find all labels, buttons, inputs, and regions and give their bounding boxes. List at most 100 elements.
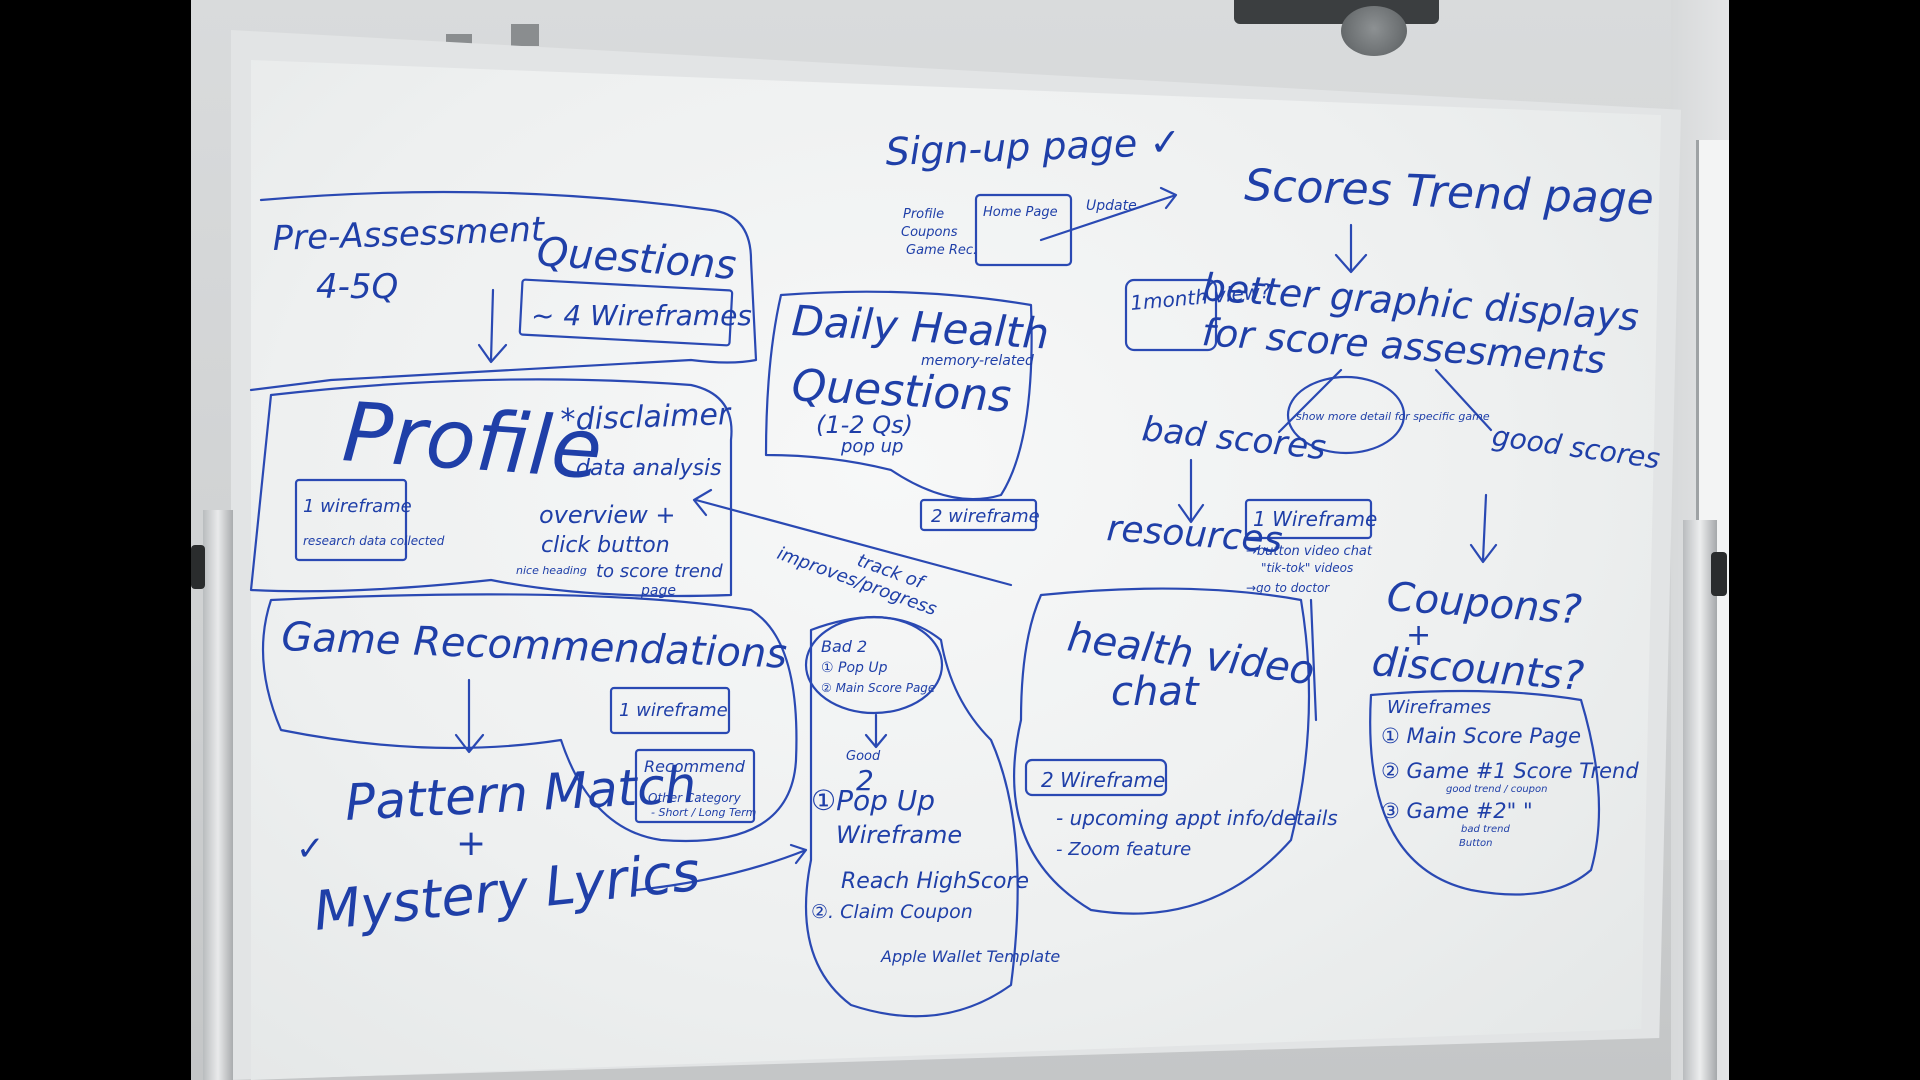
coupons-plus: + — [1406, 618, 1431, 653]
daily-count: (1-2 Qs) — [816, 411, 913, 439]
good-2: 2 — [856, 764, 874, 797]
arrow — [477, 288, 508, 364]
homepage-box — [974, 193, 1073, 267]
pattern-match: Pattern Match — [344, 756, 698, 832]
daily-popup: pop up — [840, 436, 903, 457]
short-long: - Short / Long Term — [651, 806, 756, 819]
stand-knob-right — [1711, 552, 1727, 596]
wireframes-item1: ① Main Score Page — [1381, 724, 1581, 748]
click-button: click button — [541, 533, 670, 558]
signup-profile: Profile — [903, 207, 944, 222]
good-label: Good — [846, 749, 881, 764]
discounts: discounts? — [1370, 639, 1585, 700]
signup-game-rec: Game Rec. — [906, 243, 977, 258]
arrow — [454, 678, 485, 754]
box — [609, 686, 731, 735]
daily-health-title: Daily Health — [790, 296, 1050, 358]
box — [294, 478, 408, 562]
update-label: Update — [1086, 198, 1137, 214]
questions-title: Questions — [535, 229, 737, 289]
good-scores: good scores — [1490, 419, 1662, 475]
overview: overview + — [539, 501, 676, 529]
mystery-lyrics: Mystery Lyrics — [311, 840, 703, 943]
bad-popup: ① Pop Up — [821, 660, 888, 676]
research-data: research data collected — [303, 534, 445, 548]
daily-loop — [764, 290, 1033, 501]
scores-trend-title: Scores Trend page — [1244, 160, 1655, 225]
preassessment-loop — [249, 190, 758, 392]
show-more: show more detail for specific game — [1296, 410, 1490, 423]
wall-tag — [511, 24, 539, 46]
claim-coupon: ②. Claim Coupon — [811, 901, 973, 923]
wireframes-item2: ② Game #1 Score Trend — [1381, 759, 1639, 783]
arrow — [1469, 493, 1498, 564]
wireframes-loop — [1369, 689, 1601, 896]
video-loop — [1013, 587, 1311, 915]
bad-main-score: ② Main Score Page — [821, 681, 935, 695]
goodbad-loop — [804, 616, 1019, 1018]
bad-2: Bad 2 — [821, 637, 867, 656]
box — [518, 278, 734, 347]
arrow — [1334, 223, 1368, 274]
scores-one-wireframe: 1 Wireframe — [1253, 507, 1377, 531]
arrow — [1309, 598, 1318, 722]
wireframes-item3: ③ Game #2" " — [1381, 799, 1533, 823]
button-video: →button video chat — [1246, 544, 1373, 559]
game-one-wireframe: 1 wireframe — [619, 700, 728, 721]
tiktok: "tik-tok" videos — [1261, 561, 1353, 575]
arrow — [634, 843, 808, 892]
signup-coupons: Coupons — [901, 225, 958, 240]
game-recs-title: Game Recommendations — [281, 614, 788, 678]
data-analysis: data analysis — [576, 456, 722, 481]
box — [634, 748, 756, 824]
box — [1124, 278, 1218, 352]
profile-title: Profile — [340, 385, 606, 498]
nice-heading: nice heading — [516, 564, 587, 577]
go-to-doctor: →go to doctor — [1246, 581, 1330, 595]
daily-wireframe: 2 wireframe — [931, 506, 1040, 527]
box — [919, 498, 1038, 532]
wireframes-item3-sub: bad trend — [1461, 824, 1511, 835]
signup-title: Sign-up page ✓ — [885, 120, 1182, 174]
good-popup: ①Pop Up — [811, 784, 935, 817]
reach-highscore: Reach HighScore — [841, 869, 1029, 894]
arrow — [1434, 368, 1493, 432]
score-trend-page: page — [640, 583, 676, 599]
whiteboard-photo: Sign-up page ✓ Profile Coupons Game Rec.… — [191, 0, 1729, 1080]
memory-related: memory-related — [921, 353, 1034, 369]
profile-loop — [249, 378, 733, 598]
to-score-trend: to score trend — [596, 561, 723, 582]
recommend: Recommend — [644, 757, 746, 776]
stand-knob-left — [191, 545, 205, 589]
four-wireframes: ~ 4 Wireframes — [531, 299, 752, 332]
preassessment-count: 4-5Q — [316, 267, 398, 307]
good-wireframe: Wireframe — [836, 821, 962, 849]
stand-leg-left — [203, 510, 233, 1080]
ceiling-projector — [1234, 0, 1439, 24]
bad2-ellipse — [804, 615, 944, 715]
wireframes-button: Button — [1459, 838, 1493, 849]
projector-mount — [1341, 6, 1407, 56]
profile-one-wireframe: 1 wireframe — [303, 496, 412, 517]
wireframes-item2-sub: good trend / coupon — [1446, 784, 1547, 795]
apple-wallet: Apple Wallet Template — [880, 947, 1060, 966]
daily-questions: Questions — [790, 360, 1012, 422]
preassessment-title: Pre-Assessment — [272, 209, 547, 259]
upcoming-appt: - upcoming appt info/details — [1056, 806, 1338, 830]
game-check: ✓ — [296, 829, 325, 869]
wireframes-title: Wireframes — [1387, 697, 1491, 718]
health-video-chat: chat — [1111, 669, 1200, 715]
showmore-ellipse — [1286, 375, 1406, 455]
box — [1024, 758, 1168, 797]
home-page-label: Home Page — [983, 205, 1058, 220]
game-loop — [261, 593, 798, 842]
pattern-plus: + — [456, 823, 486, 864]
zoom-feature: - Zoom feature — [1056, 839, 1191, 860]
box — [1244, 498, 1373, 540]
arrow — [864, 713, 888, 749]
disclaimer: *disclaimer — [560, 397, 732, 438]
other-category: Other Category — [648, 791, 742, 805]
arrow — [1177, 458, 1205, 524]
handwriting-layer: Sign-up page ✓ Profile Coupons Game Rec.… — [249, 120, 1662, 1018]
arrow — [692, 488, 1013, 587]
